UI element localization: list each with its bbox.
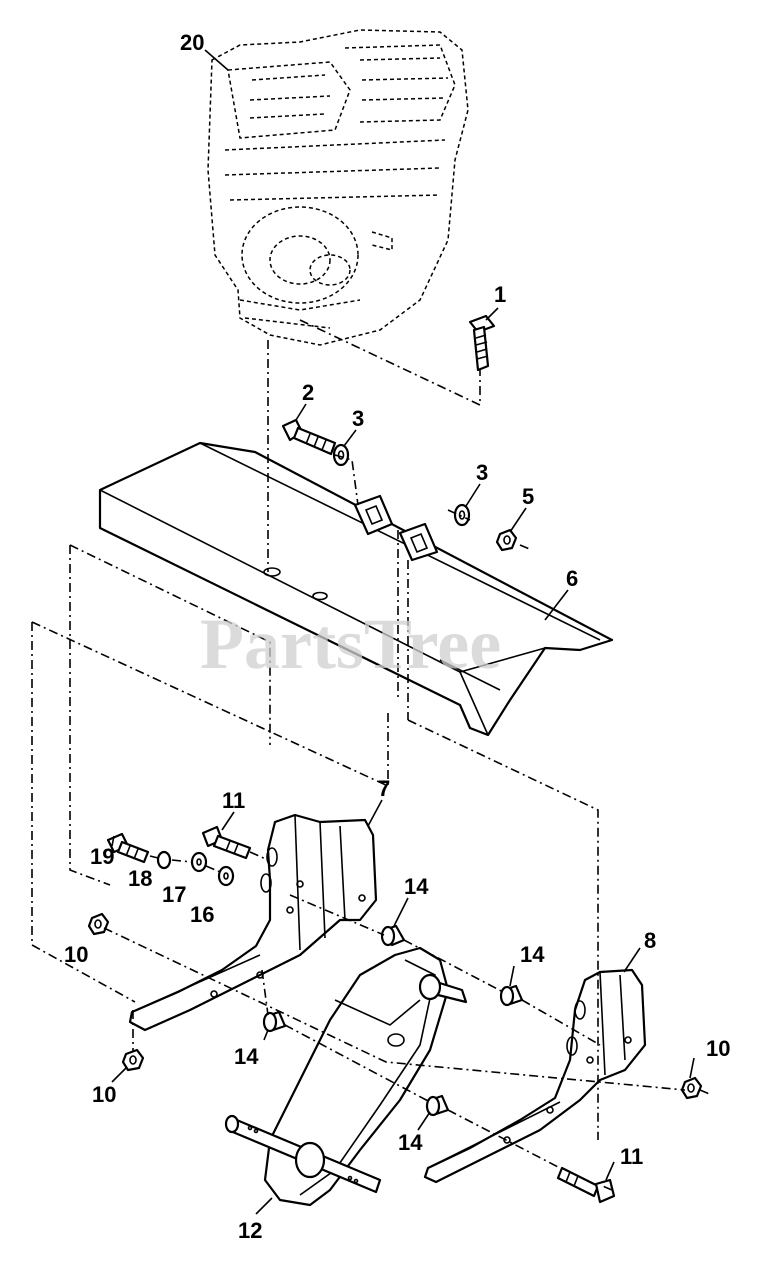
callout-17: 17 (162, 882, 186, 907)
callout-7: 7 (378, 776, 390, 801)
bolt-19 (106, 832, 150, 864)
washer-17 (190, 851, 208, 873)
spacer-14-a (380, 924, 406, 947)
spacer-14-c (262, 1010, 287, 1033)
callout-3a: 3 (352, 406, 364, 431)
callout-11b: 11 (620, 1144, 643, 1169)
spacer-14-d (425, 1094, 450, 1117)
washer-3-right (453, 503, 471, 527)
bolt-11-upper (201, 825, 252, 860)
washer-3-left (332, 443, 350, 467)
nut-10-a (87, 912, 110, 936)
callout-labels: 20 1 2 3 3 5 6 11 7 19 18 17 16 14 10 14… (64, 30, 730, 1243)
bolt-11-lower (556, 1166, 616, 1204)
washer-16 (217, 865, 235, 887)
callout-6: 6 (566, 566, 578, 591)
callout-12: 12 (238, 1218, 262, 1243)
washer-17-hole (196, 858, 202, 866)
spacer-14-b (499, 984, 524, 1007)
bolt-1 (468, 314, 496, 372)
assembly-lines (31, 319, 713, 1191)
leader-lines (111, 49, 695, 1215)
callout-14a: 14 (404, 874, 429, 899)
side-bracket-7 (128, 813, 378, 1032)
nut-10-c (680, 1076, 703, 1100)
callout-14b: 14 (520, 942, 545, 967)
side-bracket-8 (423, 968, 647, 1184)
callout-2: 2 (302, 380, 314, 405)
callout-14c: 14 (234, 1044, 259, 1069)
callout-5: 5 (522, 484, 534, 509)
callout-14d: 14 (398, 1130, 423, 1155)
washer-16-hole (223, 872, 229, 880)
callout-19: 19 (90, 844, 114, 869)
callout-3b: 3 (476, 460, 488, 485)
transmission-12 (224, 946, 468, 1207)
washer-3-left-hole (337, 450, 345, 460)
callout-10a: 10 (64, 942, 88, 967)
callout-1: 1 (494, 282, 506, 307)
callout-20: 20 (180, 30, 204, 55)
nut-5 (495, 528, 518, 552)
callout-18: 18 (128, 866, 152, 891)
callout-10c: 10 (92, 1082, 116, 1107)
tine-shield-6 (98, 441, 614, 737)
watermark: PartsTree (200, 604, 501, 684)
callout-8: 8 (644, 928, 656, 953)
bolt-2 (281, 418, 337, 456)
nut-10-b (121, 1048, 145, 1072)
callout-16: 16 (190, 902, 214, 927)
washer-3-right-hole (458, 510, 466, 520)
lockwasher-18 (156, 850, 172, 870)
engine-ghost (207, 29, 469, 346)
callout-11a: 11 (222, 788, 245, 813)
callout-10b: 10 (706, 1036, 730, 1061)
